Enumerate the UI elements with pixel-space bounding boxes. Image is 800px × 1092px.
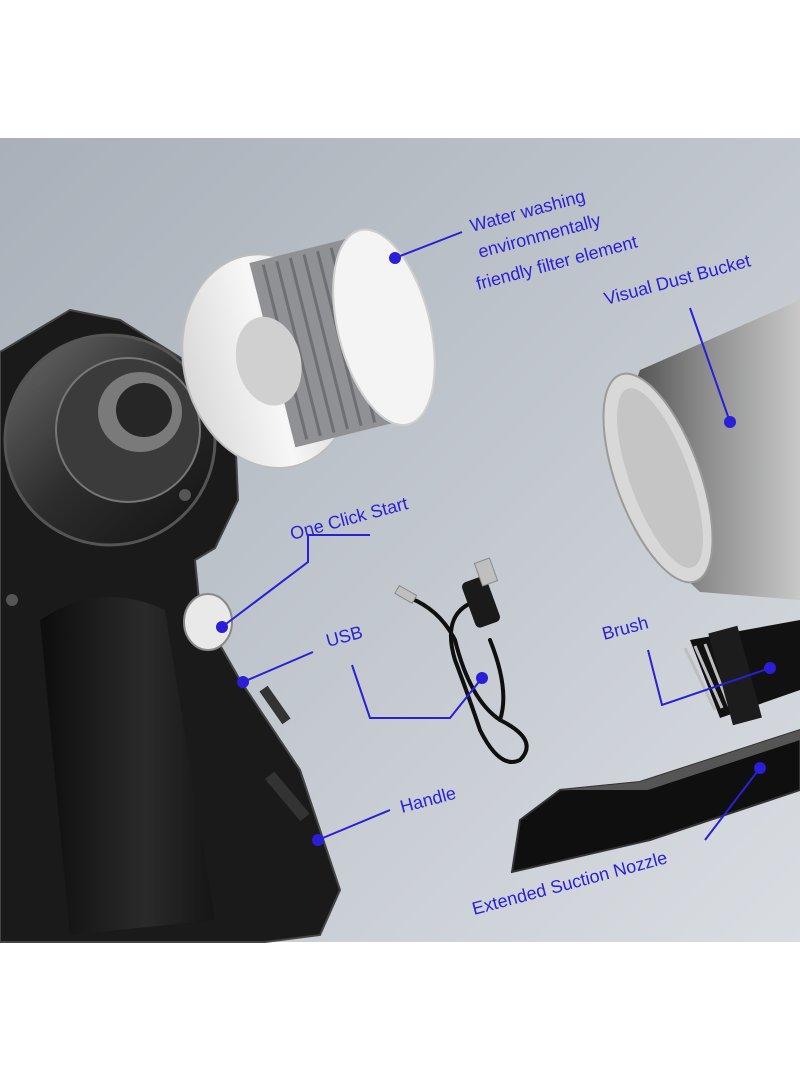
callout-line-nozzle xyxy=(704,767,761,841)
callout-line-one-click xyxy=(221,534,370,628)
vacuum-body xyxy=(0,308,342,943)
callout-line-handle xyxy=(317,809,391,841)
callout-dot-nozzle xyxy=(754,762,766,774)
filter-element xyxy=(181,228,436,469)
usb-cable xyxy=(394,557,529,764)
callout-line-filter xyxy=(394,231,463,259)
dust-bucket xyxy=(602,300,800,600)
callout-dot-handle xyxy=(312,834,324,846)
callout-dot-one-click xyxy=(216,621,228,633)
callout-dot-usb-cable xyxy=(476,672,488,684)
callout-dot-dust-bucket xyxy=(724,416,736,428)
suction-nozzle xyxy=(510,728,800,874)
brush-head xyxy=(683,620,800,726)
callout-dot-filter xyxy=(389,252,401,264)
callout-dot-brush xyxy=(764,662,776,674)
callout-lines xyxy=(221,231,771,841)
callout-line-dust-bucket xyxy=(689,307,731,423)
callout-dot-usb-body xyxy=(237,676,249,688)
callout-line-brush xyxy=(647,649,771,707)
callout-dots xyxy=(216,252,776,846)
callout-line-usb-body xyxy=(242,651,314,683)
callout-line-usb-cable xyxy=(351,664,483,719)
